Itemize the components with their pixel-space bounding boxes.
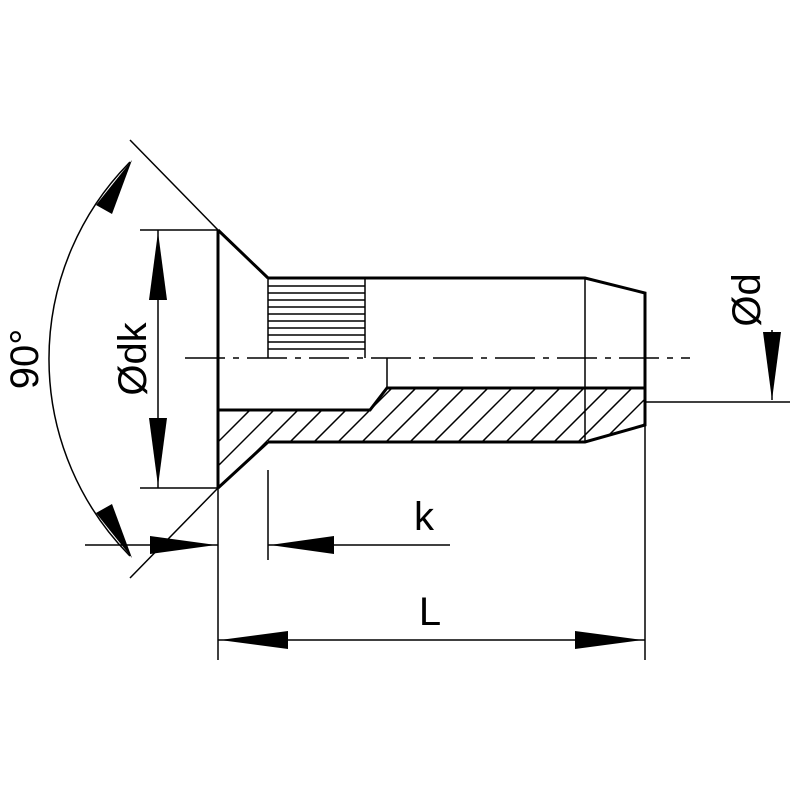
dimension-head-diameter: Ødk [111,230,167,488]
hatch-line [279,388,411,488]
hatch-line [639,388,645,488]
head-diameter-label: Ødk [111,321,155,395]
hatch-line [218,388,315,488]
dimension-length: L [218,590,645,649]
hatch-line [255,388,387,488]
dimension-shank-diameter: Ød [725,273,781,400]
knurl-region [267,278,366,358]
shank-diameter-label: Ød [725,273,769,326]
hatch-line [303,388,435,488]
rivet-nut-body [185,228,794,500]
head-outline [216,228,270,490]
dimension-head-height: k [85,495,450,554]
shank-outline [268,276,647,444]
extension-lines [129,139,790,660]
angle-label: 90° [3,329,47,390]
head-height-label: k [414,495,435,539]
length-label: L [419,590,441,634]
hatch-line [664,370,794,500]
hatch-line [231,388,363,488]
bore-outline [218,386,645,412]
